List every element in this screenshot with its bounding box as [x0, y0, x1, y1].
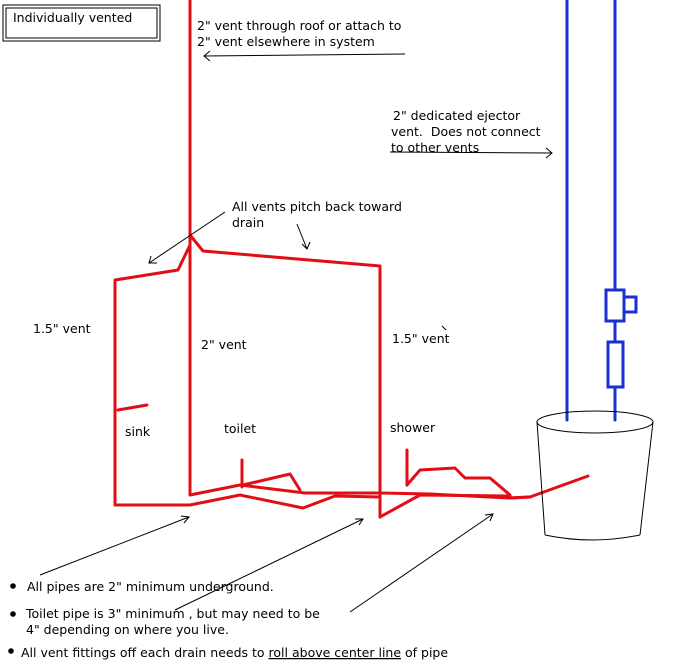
note-2-line-2: 4" depending on where you live.	[26, 622, 229, 637]
pit-inlet	[508, 474, 590, 500]
notes: All pipes are 2" minimum underground. To…	[8, 579, 448, 660]
shower-drain	[378, 493, 512, 519]
roof-vent-label-2: 2" vent elsewhere in system	[197, 34, 375, 49]
note-1: All pipes are 2" minimum underground.	[27, 579, 274, 594]
top-vent-right	[188, 233, 382, 519]
blue-pipes	[565, 0, 638, 422]
ejector-arrowhead	[545, 147, 553, 159]
toilet-label: toilet	[224, 421, 256, 436]
ejector-label-3: to other vents	[391, 140, 479, 155]
check-valve	[604, 288, 626, 323]
note-3-suffix: of pipe	[401, 645, 448, 660]
annotation-arrows	[39, 50, 553, 613]
right-vent-label: 1.5" vent	[392, 331, 450, 346]
center-vent-label: 2" vent	[201, 337, 247, 352]
note-2-line-1: Toilet pipe is 3" minimum , but may need…	[25, 606, 320, 621]
note-3: All vent fittings off each drain needs t…	[21, 645, 448, 660]
note-arrow-1	[39, 516, 190, 576]
title-text: Individually vented	[13, 10, 132, 25]
note-3-underlined: roll above center line	[269, 645, 402, 660]
check-valve-handle	[622, 295, 638, 314]
bullet-1	[10, 583, 16, 589]
sink-arm	[116, 403, 149, 412]
roof-vent-label-1: 2" vent through roof or attach to	[197, 18, 401, 33]
main-drain-lower	[188, 493, 382, 510]
left-vent-label: 1.5" vent	[33, 321, 91, 336]
sink-label: sink	[125, 424, 151, 439]
note-arrow-3	[349, 513, 494, 613]
ejector-pit	[536, 410, 654, 541]
ejector-arrow	[389, 151, 553, 154]
toilet-wye	[241, 472, 302, 492]
roof-vent-arrowhead	[203, 50, 211, 62]
pitch-arrow-right	[296, 223, 308, 250]
gate-valve	[606, 340, 625, 389]
note-arrowhead-2	[355, 518, 364, 526]
pitch-arrow-left	[148, 211, 226, 264]
pitch-label-1: All vents pitch back toward	[232, 199, 402, 214]
bullet-2	[10, 611, 16, 617]
note-arrow-2	[174, 518, 364, 611]
note-arrowhead-1	[180, 515, 190, 524]
top-vent-left	[113, 243, 192, 507]
note-arrowhead-3	[484, 513, 494, 522]
pitch-arrowhead-left	[148, 255, 157, 264]
right-vent-tick	[441, 325, 447, 331]
ejector-label-1: 2" dedicated ejector	[393, 108, 521, 123]
pitch-arrowhead-right	[301, 241, 311, 250]
note-3-prefix: All vent fittings off each drain needs t…	[21, 645, 269, 660]
shower-trap	[405, 466, 512, 497]
red-pipes	[113, 0, 590, 519]
shower-label: shower	[390, 420, 436, 435]
bullet-3	[8, 648, 14, 654]
roof-vent-arrow	[203, 53, 406, 57]
title-box: Individually vented	[2, 4, 161, 42]
ejector-label-2: vent. Does not connect	[391, 124, 541, 139]
pitch-label-2: drain	[232, 215, 264, 230]
